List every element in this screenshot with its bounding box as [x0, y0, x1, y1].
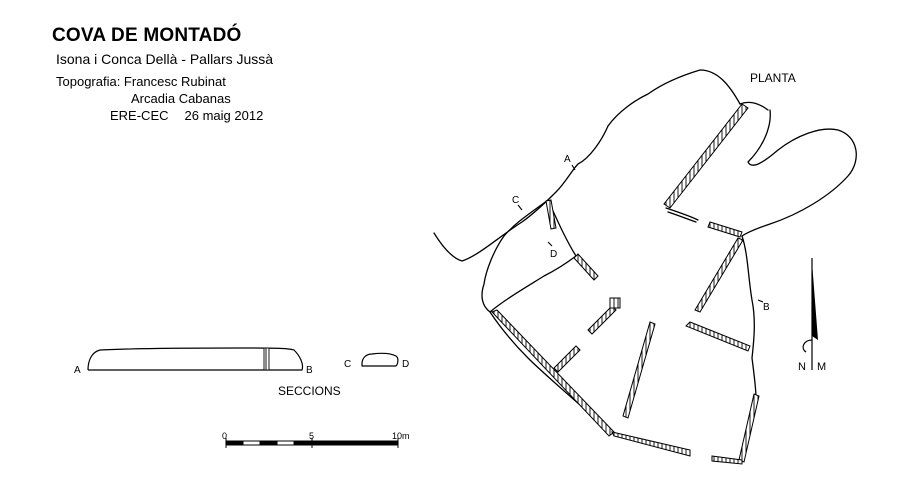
topography-credit: Topografia: Francesc Rubinat — [56, 74, 226, 89]
hatched-wall — [622, 321, 656, 419]
section-ab — [87, 347, 304, 371]
hatched-wall — [587, 305, 617, 335]
cave-ledge-line — [665, 207, 699, 221]
cave-ledge-line-inner — [667, 211, 697, 223]
hatched-wall — [694, 237, 744, 313]
hatched-wall — [611, 431, 691, 457]
hatched-wall — [545, 199, 557, 230]
section-ab-hatched-wall — [263, 347, 270, 371]
sections-label: SECCIONS — [278, 384, 341, 398]
section-ab-end-label: B — [306, 365, 313, 376]
scale-bar-segment — [311, 440, 399, 446]
group-and-date: ERE-CEC 26 maig 2012 — [110, 108, 263, 123]
scale-bar-segment — [293, 440, 312, 446]
scale-tick-0: 0 — [222, 431, 227, 441]
cave-outer-wall — [433, 69, 741, 262]
topography-credit-second: Arcadia Cabanas — [131, 91, 231, 106]
north-arrow — [802, 258, 818, 370]
section-mark-b: B — [763, 302, 770, 313]
map-subtitle: Isona i Conca Dellà - Pallars Jussà — [56, 51, 274, 67]
scale-tick-10m: 10m — [392, 431, 410, 441]
plan-label: PLANTA — [750, 71, 796, 85]
hatched-wall — [553, 345, 581, 373]
north-arrow-head-icon — [812, 262, 818, 340]
hatched-wall — [711, 455, 743, 465]
hatched-wall — [685, 321, 751, 352]
plan-section-marks — [517, 164, 764, 303]
hatched-wall — [663, 103, 749, 209]
hatched-wall — [609, 297, 621, 309]
cave-east-lobe-wall — [741, 109, 857, 237]
section-mark-c: C — [512, 195, 519, 206]
section-mark-d: D — [550, 249, 557, 260]
cave-east-wall — [741, 235, 757, 399]
section-cd — [361, 352, 399, 367]
scale-bar-segment — [225, 440, 244, 446]
section-ab-start-label: A — [74, 365, 81, 376]
plan-hatched-walls — [491, 103, 760, 465]
magnetic-north-label: M — [817, 361, 826, 373]
scale-tick-5: 5 — [309, 431, 314, 441]
cave-wall-notch — [739, 101, 769, 111]
magnetic-arc-icon — [802, 339, 813, 353]
survey-date: 26 maig 2012 — [184, 108, 264, 123]
north-label: N — [798, 361, 806, 373]
section-cd-end-label: D — [402, 359, 409, 370]
scale-bar-segment — [259, 440, 278, 446]
cave-south-wall — [489, 311, 691, 453]
scale-bar — [225, 438, 399, 448]
section-mark-a: A — [564, 154, 571, 165]
hatched-wall — [707, 221, 743, 238]
map-title: COVA DE MONTADÓ — [52, 25, 242, 46]
plan-view — [433, 69, 857, 463]
section-cd-start-label: C — [344, 359, 351, 370]
group-name: ERE-CEC — [110, 108, 169, 123]
hatched-wall — [738, 393, 760, 463]
hatched-wall — [573, 253, 599, 281]
